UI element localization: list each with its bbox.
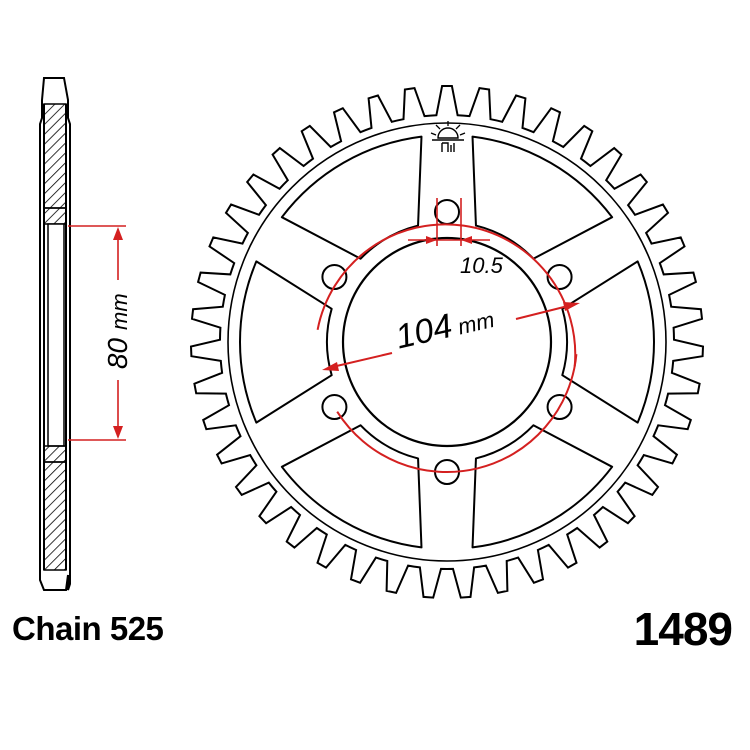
tooth-root-circle [227, 122, 667, 562]
sun-logo-icon [430, 121, 466, 152]
hub-height-value: 80 [102, 338, 133, 370]
lightening-cutouts [238, 135, 656, 549]
chain-size-label: Chain 525 [12, 610, 164, 647]
sprocket-front-view: 104 mm 10.5 [189, 85, 705, 599]
bolt-hole [321, 394, 348, 420]
side-profile-hub-top [43, 207, 67, 225]
side-profile-hub [47, 223, 65, 447]
bolt-hole [546, 264, 573, 290]
side-profile-hub-bottom [43, 445, 67, 463]
hub-height-unit: mm [107, 293, 132, 330]
cutout [561, 260, 656, 424]
bolt-hole-dimension: 10.5 [408, 198, 504, 278]
side-profile-hatch-bottom [43, 461, 67, 571]
cutout [238, 260, 333, 424]
bolt-hole [434, 199, 460, 225]
bolt-hole [321, 264, 348, 290]
side-profile-hatch-top [43, 103, 67, 209]
part-number: 1489 [633, 603, 733, 655]
cutout [280, 424, 423, 549]
side-profile-outline [39, 77, 71, 591]
hub-height-dimension: 80 mm [68, 225, 133, 441]
center-bore [341, 236, 553, 448]
bolt-hole-value: 10.5 [460, 253, 504, 278]
cutout [471, 135, 614, 260]
bolt-holes [321, 199, 573, 485]
side-profile-view [39, 77, 71, 591]
cutout [471, 424, 614, 549]
